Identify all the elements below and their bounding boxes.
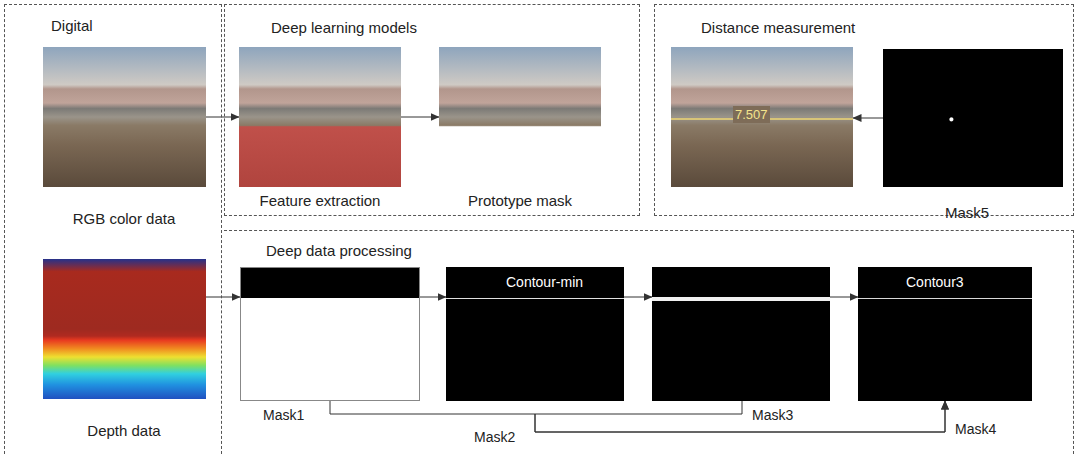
flow-arrow — [330, 401, 945, 432]
panel-title: Distance measurement — [701, 19, 855, 36]
image-caption: Mask4 — [955, 421, 996, 438]
mask2-image: Contour-minMask2 — [446, 267, 624, 401]
flow-arrow — [206, 117, 239, 118]
prototype-image: Prototype mask — [439, 47, 601, 187]
distance-image: 7.507 — [671, 47, 853, 187]
image-caption: Feature extraction — [260, 192, 381, 209]
image-caption: Mask2 — [474, 429, 515, 446]
image-caption: Prototype mask — [468, 192, 572, 209]
mask4-image: Contour3Mask4 — [858, 267, 1032, 401]
image-caption: Contour-min — [506, 274, 583, 291]
mask3-image: Mask3 — [652, 267, 830, 401]
panel-depth-processing: Deep data processingMask1Contour-minMask… — [224, 230, 1074, 454]
panel-title: Digital — [51, 17, 93, 34]
image-caption: Contour3 — [906, 274, 964, 291]
flow-arrow — [206, 297, 240, 298]
flow-arrow — [853, 118, 883, 119]
mask1-image: Mask1 — [240, 267, 420, 401]
mask5-image: Mask5 — [883, 49, 1063, 187]
image-caption: Mask5 — [945, 204, 989, 221]
image-caption: 7.507 — [733, 106, 770, 123]
flow-arrow — [830, 297, 858, 298]
panel-digital: DigitalRGB color dataDepth data — [4, 4, 222, 454]
panel-distance: Distance measurement 7.507 Mask5 — [654, 4, 1074, 216]
rgb-image: RGB color data — [43, 47, 206, 187]
image-caption: RGB color data — [73, 210, 176, 227]
flow-arrow — [401, 117, 439, 118]
panel-title: Deep learning models — [271, 19, 417, 36]
image-caption: Mask1 — [263, 407, 304, 424]
panel-deep-learning: Deep learning modelsFeature extractionPr… — [224, 4, 640, 216]
feature-image: Feature extraction — [239, 47, 401, 187]
flow-arrow — [535, 401, 945, 432]
panel-title: Deep data processing — [266, 242, 412, 259]
image-caption: Mask3 — [752, 407, 793, 424]
flow-arrow — [624, 297, 652, 298]
image-caption: Depth data — [87, 422, 160, 439]
depth-image: Depth data — [43, 259, 206, 399]
flow-arrow — [420, 297, 446, 298]
